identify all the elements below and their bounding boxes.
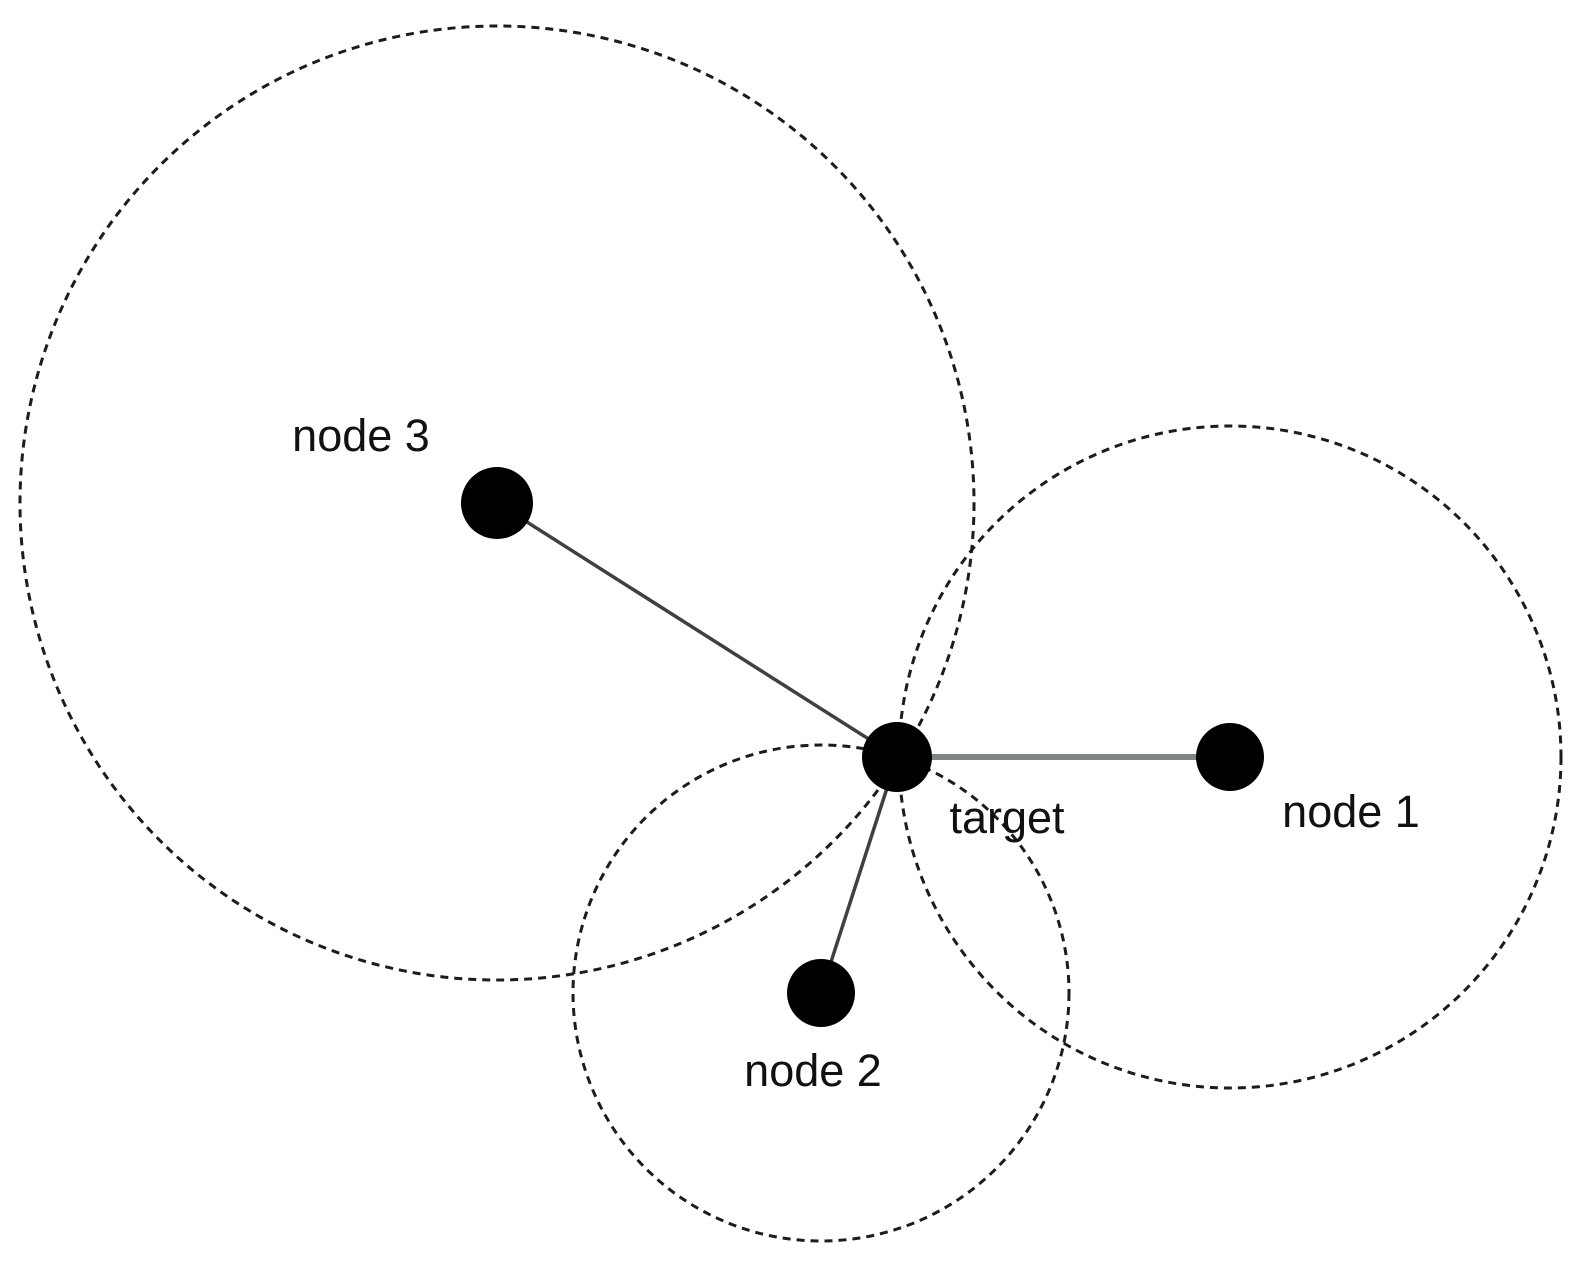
link-target-node-3 (496, 501, 898, 759)
node-1-dot (1196, 723, 1264, 791)
node-1-label: node 1 (1282, 786, 1420, 837)
node-2-dot (787, 959, 855, 1027)
link-target-node-2 (819, 756, 899, 994)
range-circle-node-3 (18, 24, 976, 982)
target-dot (862, 722, 932, 792)
node-3-label: node 3 (292, 410, 430, 461)
node-2-label: node 2 (744, 1045, 882, 1096)
range-circle-node-2 (571, 743, 1071, 1243)
node-3-dot (461, 467, 533, 539)
target-label: target (949, 792, 1065, 843)
